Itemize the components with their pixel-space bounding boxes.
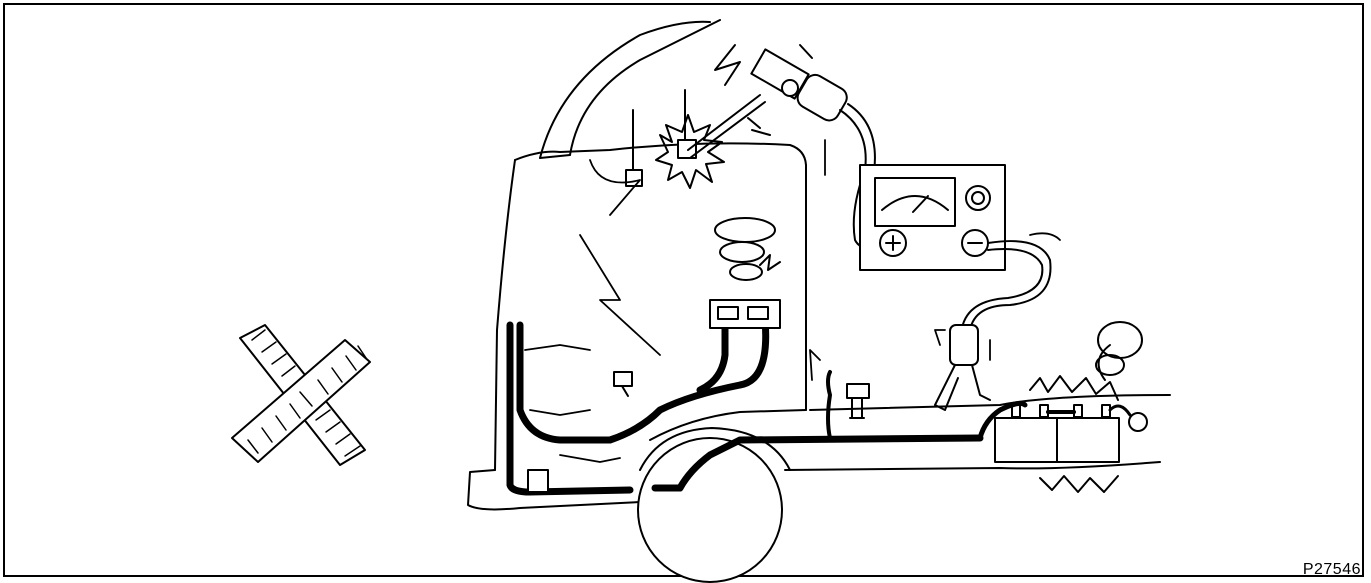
- prohibited-cross-icon: [232, 325, 370, 465]
- arc-welder-machine: [860, 165, 1005, 270]
- figure-code: P27546: [1303, 561, 1361, 579]
- ground-wire: [828, 372, 830, 438]
- engine-computer-ecu: [710, 218, 780, 328]
- spark-burst: [626, 45, 770, 188]
